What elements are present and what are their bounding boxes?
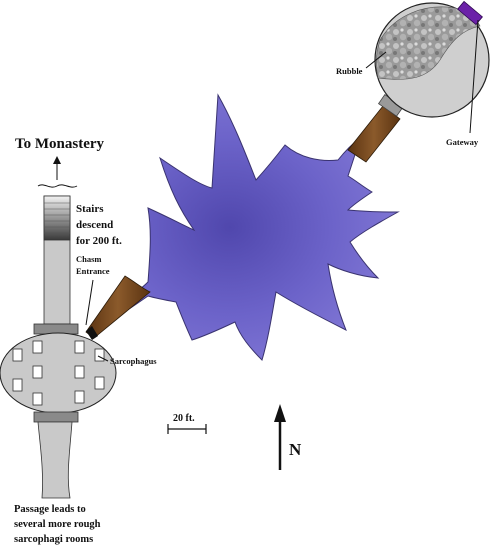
sarcophagus [94,376,105,390]
crypt-north-door [33,323,79,335]
sarcophagus [12,348,23,362]
monastery-arrowhead [53,156,61,164]
north-arrowhead [274,404,286,422]
sarcophagus [32,340,43,354]
sarcophagus [74,340,85,354]
rubble-pointer [365,51,387,69]
passage-note-3: sarcophagi rooms [14,534,93,545]
north-label: N [289,440,302,459]
sarcophagus [94,348,105,362]
south-passage [37,421,73,499]
stairs-label-1: Stairs [76,203,104,215]
sarcophagus-label: Sarcophagus [110,356,157,366]
gateway-tunnel [347,105,401,163]
chasm-entrance-tunnel [85,275,151,339]
rubble-area [375,6,481,80]
stairs [43,195,71,241]
passage-note-2: several more rough [14,519,101,530]
chasm-entrance-label-2: Entrance [76,266,110,276]
sarcophagus [12,378,23,392]
gateway-pointer [469,19,479,134]
passage-note-1: Passage leads to [14,504,86,515]
crypt-south-door [33,411,79,423]
gateway-door [457,0,483,26]
chasm [91,93,400,361]
sarcophagus [32,365,43,379]
chasm-entrance-pointer [85,279,94,326]
stair-steps [44,202,70,234]
to-monastery-label: To Monastery [15,136,105,152]
stairs-label-3: for 200 ft. [76,235,122,247]
stairs-label-2: descend [76,219,113,231]
gateway-label: Gateway [446,137,479,147]
sarcophagus [74,390,85,404]
break-line [37,184,78,188]
sarcophagi [12,340,105,406]
sarcophagus [32,392,43,406]
chasm-entrance-mouth [86,326,98,340]
chasm-entrance-label-1: Chasm [76,254,102,264]
sarcophagus [74,365,85,379]
scale-label: 20 ft. [173,413,195,424]
sarcophagus-pointer [97,355,109,362]
rubble-label: Rubble [336,66,363,76]
crypt-room [0,332,117,414]
